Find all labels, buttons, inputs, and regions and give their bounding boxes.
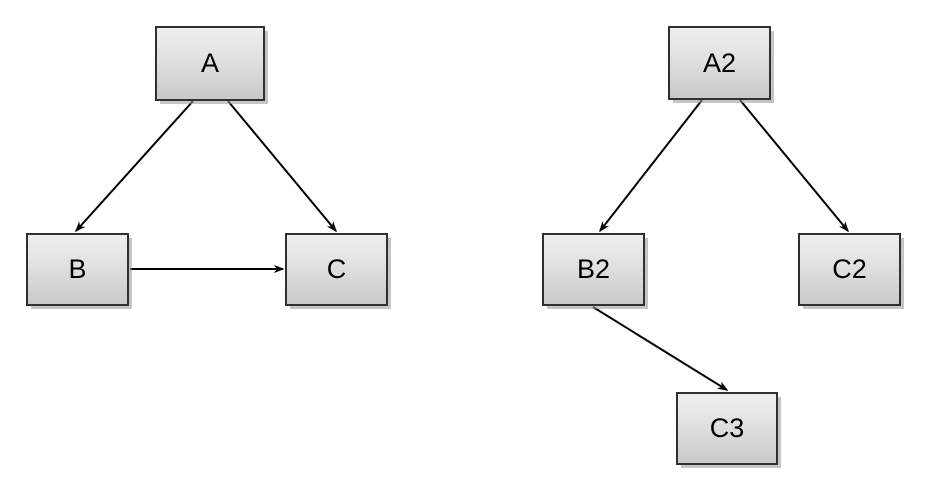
node-c2[interactable]: C2 [798, 233, 901, 306]
edge-a-to-b [76, 100, 194, 231]
edge-a2-to-b2 [600, 99, 703, 231]
edge-a-to-c [227, 100, 336, 231]
node-b2-label: B2 [576, 254, 611, 284]
edge-a2-to-c2 [739, 99, 848, 231]
node-a-label: A [200, 48, 219, 78]
node-a2-label: A2 [702, 47, 737, 78]
node-c3[interactable]: C3 [676, 392, 778, 465]
node-b2[interactable]: B2 [542, 233, 645, 306]
node-a[interactable]: A [155, 26, 265, 101]
node-c[interactable]: C [285, 233, 388, 306]
node-b-label: B [68, 254, 87, 284]
node-c2-label: C2 [832, 254, 867, 284]
node-c-label: C [326, 254, 347, 284]
node-c3-label: C3 [709, 413, 745, 443]
node-b[interactable]: B [26, 233, 129, 306]
node-a2[interactable]: A2 [668, 26, 771, 100]
edge-b2-to-c3 [592, 306, 727, 391]
